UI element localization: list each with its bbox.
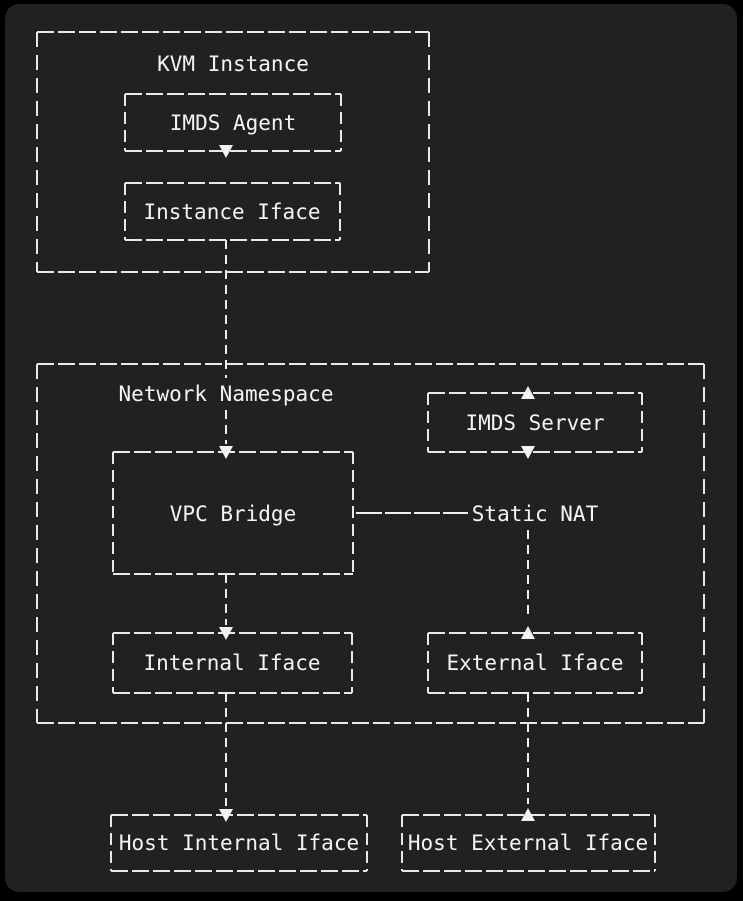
host-external-iface-label: Host External Iface [408, 831, 648, 855]
network-namespace-box: Network Namespace [36, 363, 705, 724]
arrow-up-icon [521, 808, 535, 821]
arrow-down-icon [219, 627, 233, 640]
instance-iface-label: Instance Iface [143, 200, 320, 224]
external-iface-label: External Iface [446, 651, 623, 675]
internal-iface-box: Internal Iface [112, 632, 353, 694]
diagram-card-background [5, 4, 737, 892]
host-internal-iface-label: Host Internal Iface [119, 831, 359, 855]
arrow-up-icon [521, 386, 535, 399]
imds-agent-label: IMDS Agent [170, 111, 296, 135]
static-nat-label: Static NAT [472, 502, 599, 526]
host-internal-iface-box: Host Internal Iface [110, 814, 368, 872]
kvm-instance-label: KVM Instance [157, 52, 309, 76]
vpc-bridge-box: VPC Bridge [112, 451, 354, 575]
network-namespace-label: Network Namespace [119, 382, 334, 406]
arrow-down-icon [219, 809, 233, 822]
arrow-down-icon [219, 145, 233, 158]
arrow-up-icon [521, 626, 535, 639]
external-iface-box: External Iface [427, 632, 643, 694]
arrow-down-icon [219, 446, 233, 459]
arrow-down-icon [521, 446, 535, 459]
imds-agent-box: IMDS Agent [124, 93, 342, 152]
internal-iface-label: Internal Iface [143, 651, 320, 675]
kvm-instance-box: KVM Instance [36, 31, 430, 273]
instance-iface-box: Instance Iface [124, 182, 341, 241]
imds-server-label: IMDS Server [465, 411, 604, 435]
host-external-iface-box: Host External Iface [401, 814, 656, 872]
vpc-bridge-label: VPC Bridge [170, 502, 296, 526]
imds-server-box: IMDS Server [427, 392, 643, 453]
